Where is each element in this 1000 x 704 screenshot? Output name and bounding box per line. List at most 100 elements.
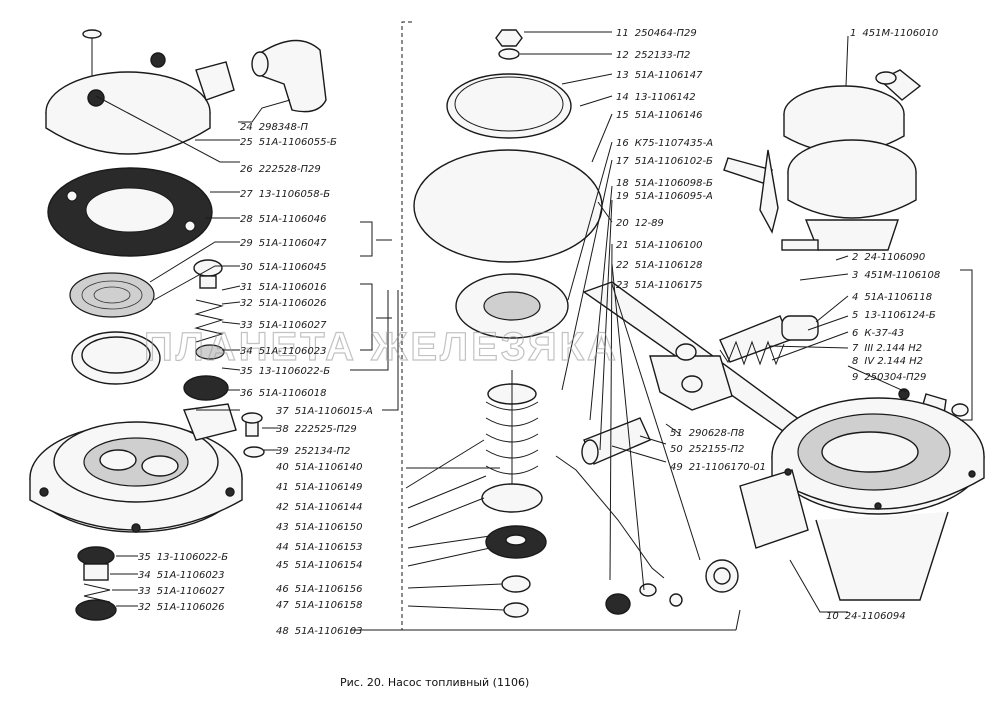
part-number: 17 bbox=[616, 156, 629, 167]
part-number: 37 bbox=[276, 406, 289, 417]
parts-drawing bbox=[29, 21, 985, 631]
part-code: 250304-П29 bbox=[864, 372, 926, 383]
valve-assembly-lower-part bbox=[75, 546, 117, 621]
part-number: 24 bbox=[240, 122, 253, 133]
gasket-part bbox=[47, 167, 213, 257]
part-number: 47 bbox=[276, 600, 289, 611]
part-number: 13 bbox=[616, 70, 629, 81]
part-number: 33 bbox=[240, 320, 253, 331]
filter-screen-part bbox=[69, 272, 155, 318]
part-code: 51А-1106018 bbox=[259, 388, 327, 399]
part-number: 40 bbox=[276, 462, 289, 473]
part-number: 20 bbox=[616, 218, 629, 229]
part-label: 42 51А-1106144 bbox=[276, 502, 362, 513]
part-code: 252134-П2 bbox=[295, 446, 351, 457]
part-label: 43 51А-1106150 bbox=[276, 522, 362, 533]
pump-cover-part bbox=[45, 29, 327, 155]
part-code: 51А-1106103 bbox=[295, 626, 363, 637]
part-code: 51А-1106027 bbox=[157, 586, 225, 597]
part-label: 20 12-89 bbox=[616, 218, 664, 229]
part-number: 48 bbox=[276, 626, 289, 637]
part-number: 4 bbox=[852, 292, 858, 303]
part-code: 13-1106124-Б bbox=[864, 310, 935, 321]
part-number: 36 bbox=[240, 388, 253, 399]
part-label: 36 51А-1106018 bbox=[240, 388, 326, 399]
watermark-text: ПЛАНЕТА ЖЕЛЕЗЯКА bbox=[144, 325, 619, 369]
part-number: 25 bbox=[240, 137, 253, 148]
part-code: 298348-П bbox=[259, 122, 309, 133]
part-code: 51А-1106154 bbox=[295, 560, 363, 571]
part-label: 48 51А-1106103 bbox=[276, 626, 362, 637]
part-number: 28 bbox=[240, 214, 253, 225]
part-code: 51А-1106016 bbox=[259, 282, 327, 293]
part-code: 21-1106170-01 bbox=[689, 462, 766, 473]
part-number: 32 bbox=[240, 298, 253, 309]
part-number: 42 bbox=[276, 502, 289, 513]
part-number: 34 bbox=[138, 570, 151, 581]
part-label: 11 250464-П29 bbox=[616, 28, 697, 39]
part-number: 33 bbox=[138, 586, 151, 597]
part-label: 14 13-1106142 bbox=[616, 92, 696, 103]
part-code: 51А-1106175 bbox=[635, 280, 703, 291]
part-number: 32 bbox=[138, 602, 151, 613]
part-code: 13-1106142 bbox=[635, 92, 696, 103]
part-number: 11 bbox=[616, 28, 629, 39]
ring-part bbox=[71, 331, 161, 385]
part-code: 252133-П2 bbox=[635, 50, 691, 61]
part-number: 29 bbox=[240, 238, 253, 249]
part-code: 12-89 bbox=[635, 218, 664, 229]
part-code: 51А-1106118 bbox=[864, 292, 932, 303]
part-code: 51А-1106146 bbox=[635, 110, 703, 121]
part-code: 51А-1106027 bbox=[259, 320, 327, 331]
part-number: 50 bbox=[670, 444, 683, 455]
part-number: 14 bbox=[616, 92, 629, 103]
part-code: 451М-1106108 bbox=[864, 270, 940, 281]
part-code: 222525-П29 bbox=[295, 424, 357, 435]
part-code: 252155-П2 bbox=[689, 444, 745, 455]
part-code: 250464-П29 bbox=[635, 28, 697, 39]
part-number: 9 bbox=[852, 372, 858, 383]
part-number: 31 bbox=[240, 282, 253, 293]
part-number: 43 bbox=[276, 522, 289, 533]
part-code: 51А-1106026 bbox=[259, 298, 327, 309]
part-number: 8 bbox=[852, 356, 858, 367]
part-number: 19 bbox=[616, 191, 629, 202]
pump-body-part bbox=[29, 403, 243, 533]
part-number: 27 bbox=[240, 189, 253, 200]
part-number: 51 bbox=[670, 428, 683, 439]
part-code: 51А-1106144 bbox=[295, 502, 363, 513]
part-label: 4 51А-1106118 bbox=[852, 292, 932, 303]
part-number: 3 bbox=[852, 270, 858, 281]
part-label: 9 250304-П29 bbox=[852, 372, 926, 383]
leader-lines bbox=[95, 21, 973, 631]
part-code: 24-1106094 bbox=[845, 611, 906, 622]
part-number: 16 bbox=[616, 138, 629, 149]
part-code: 51А-1106100 bbox=[635, 240, 703, 251]
part-label: 33 51А-1106027 bbox=[138, 586, 225, 597]
part-code: 51А-1106046 bbox=[259, 214, 327, 225]
part-code: 51А-1106128 bbox=[635, 260, 703, 271]
part-code: 51А-1106149 bbox=[295, 482, 363, 493]
part-number: 18 bbox=[616, 178, 629, 189]
part-number: 44 bbox=[276, 542, 289, 553]
diaphragm-stack-part bbox=[413, 29, 603, 618]
part-code: 51А-1106150 bbox=[295, 522, 363, 533]
